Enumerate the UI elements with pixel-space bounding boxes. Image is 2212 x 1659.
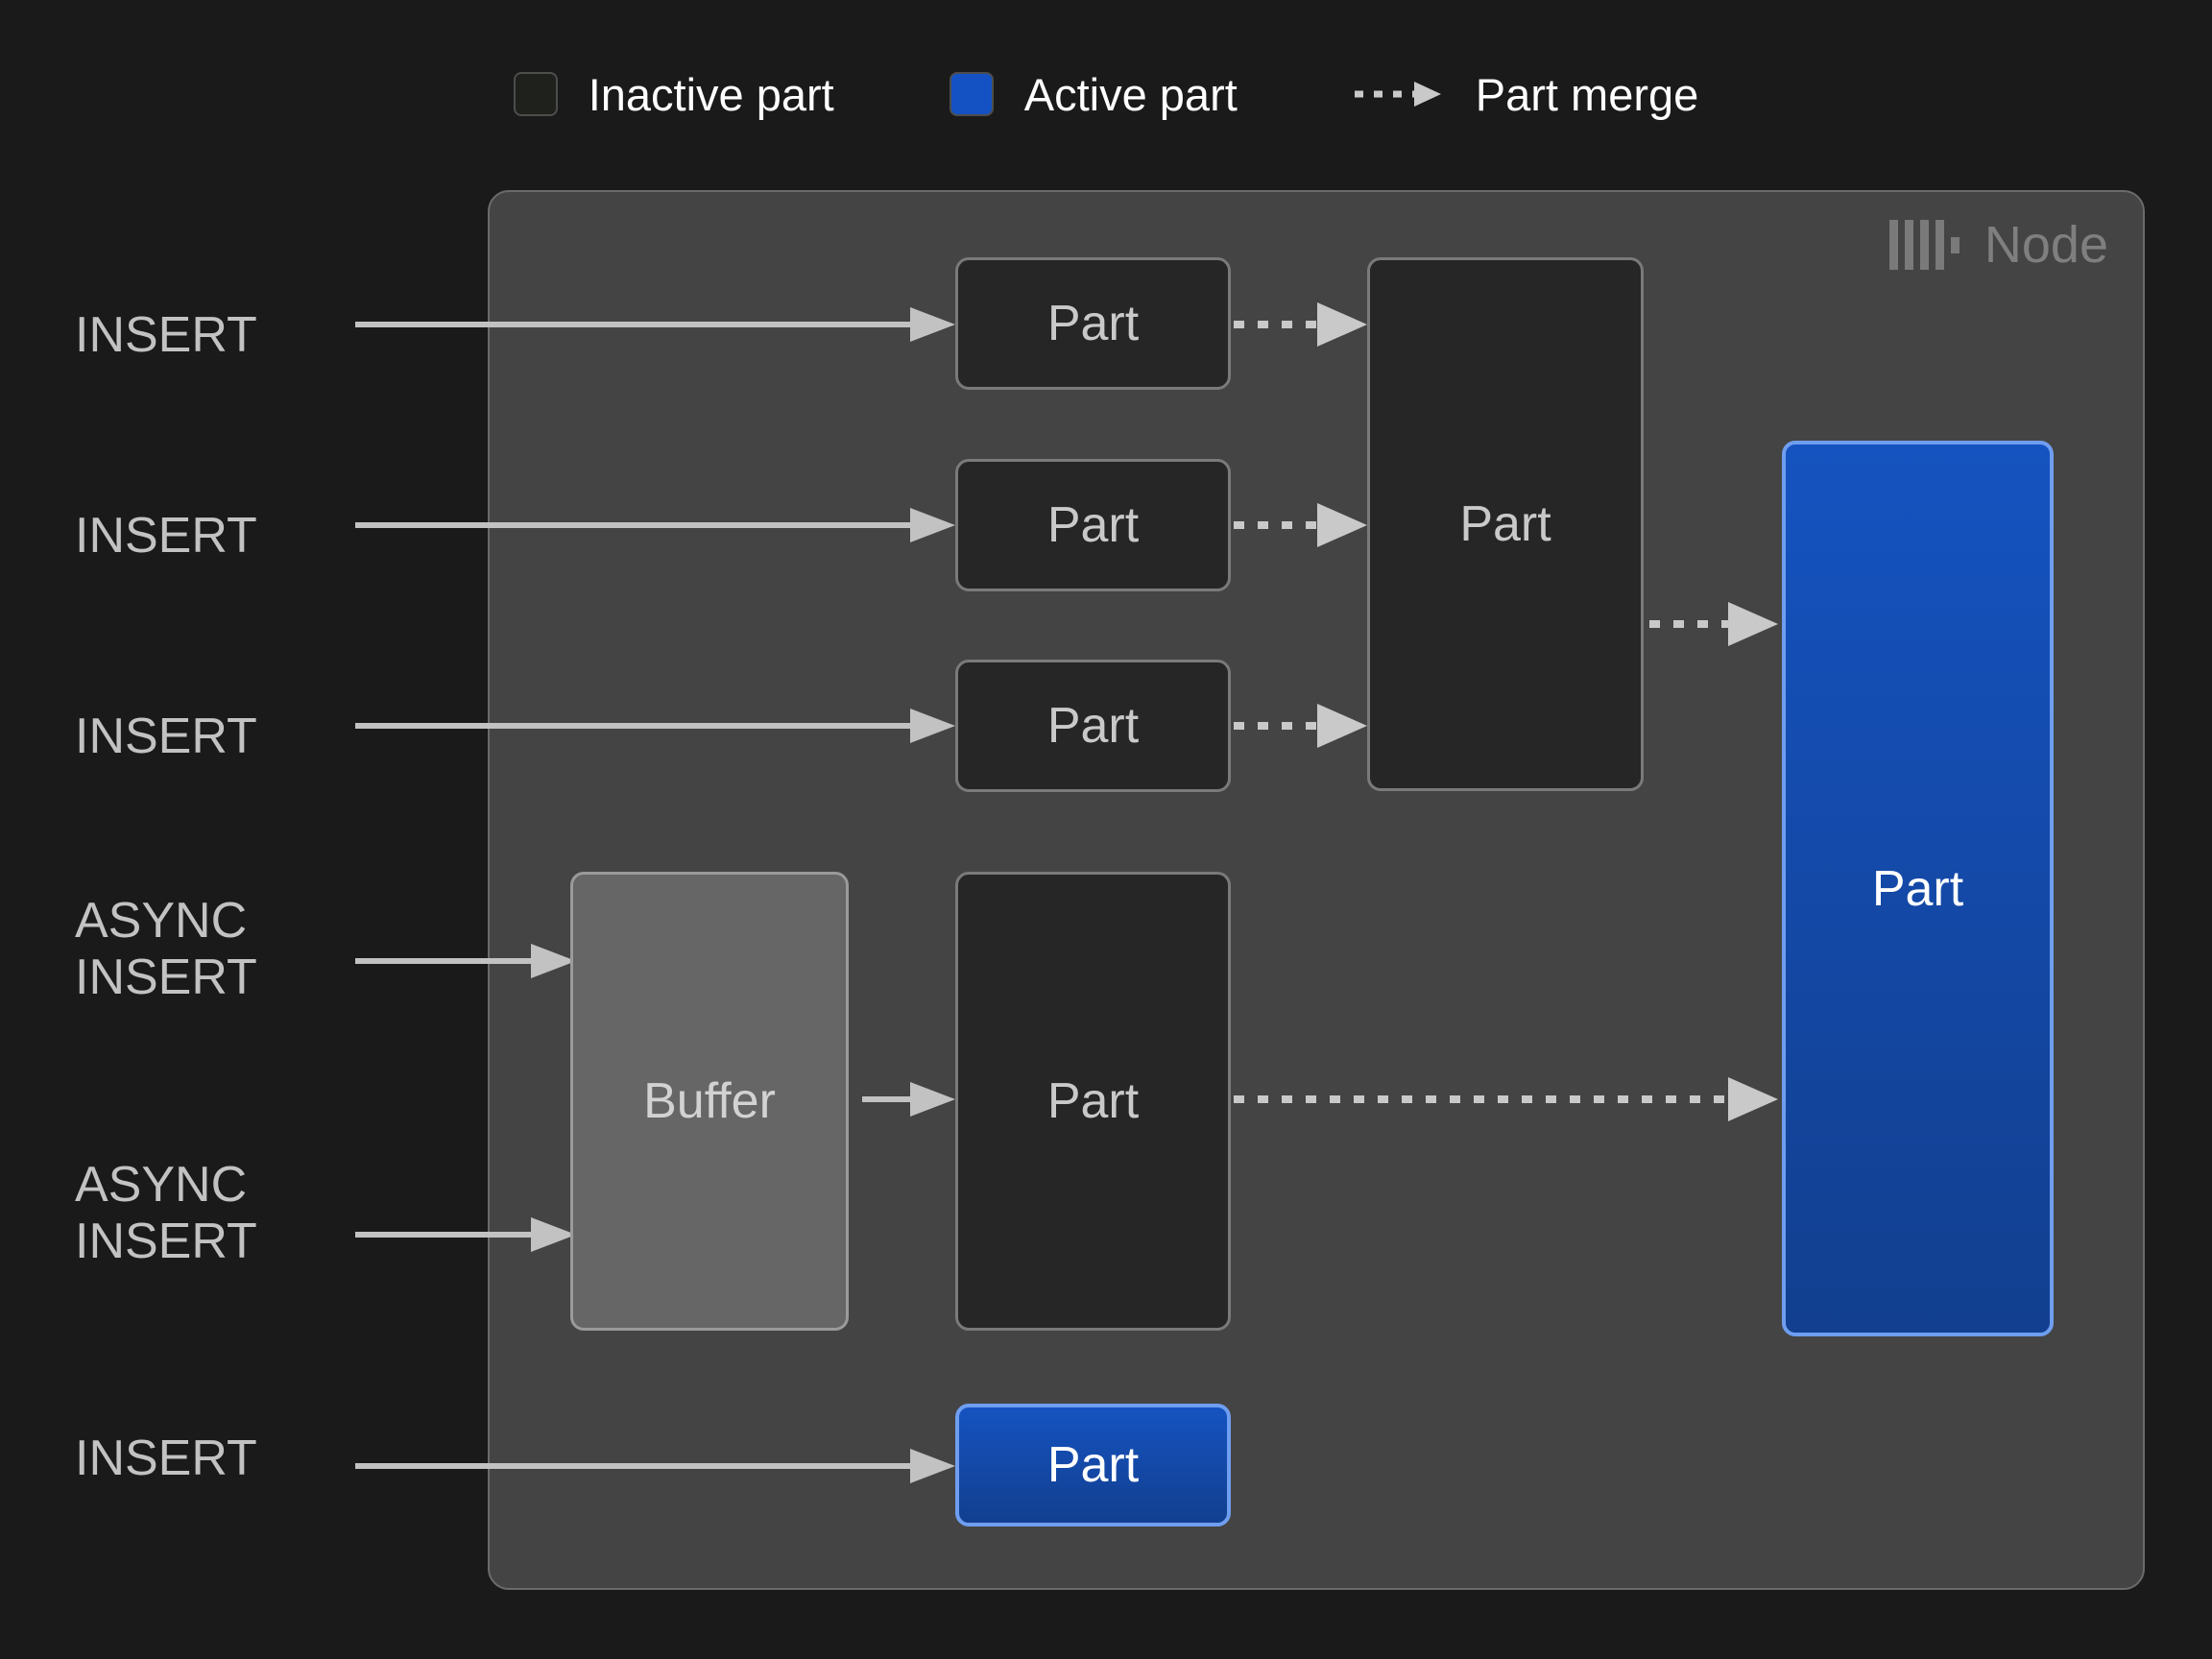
part-box-label: Part [1046, 296, 1140, 351]
part-box-from-buffer[interactable]: Part [955, 872, 1231, 1331]
legend-item-active-part: Active part [949, 68, 1238, 120]
part-box-bottom-active[interactable]: Part [955, 1404, 1231, 1527]
part-box-label: Part [1871, 860, 1964, 917]
node-badge: Node [1888, 216, 2108, 274]
inactive-part-swatch-icon [513, 72, 558, 116]
part-box-label: Part [1046, 1073, 1140, 1129]
input-label-insert-4: INSERT [75, 1431, 257, 1486]
part-box-row2[interactable]: Part [955, 459, 1231, 591]
input-label-async-insert-2: ASYNC INSERT [75, 1157, 257, 1269]
legend-label-active-part: Active part [1023, 68, 1238, 120]
legend: Inactive part Active part Part merge [0, 46, 2212, 142]
part-box-merged-middle[interactable]: Part [1367, 257, 1644, 791]
node-label: Node [1984, 216, 2108, 274]
part-box-final-active[interactable]: Part [1782, 441, 2054, 1336]
buffer-box-label: Buffer [643, 1073, 776, 1129]
input-label-insert-1: INSERT [75, 307, 257, 363]
dashed-arrow-icon [1354, 82, 1441, 107]
part-box-label: Part [1459, 496, 1551, 552]
buffer-box[interactable]: Buffer [570, 872, 849, 1331]
legend-item-part-merge: Part merge [1353, 72, 1698, 117]
input-label-insert-3: INSERT [75, 709, 257, 764]
part-box-label: Part [1046, 1437, 1140, 1493]
input-label-insert-2: INSERT [75, 508, 257, 564]
active-part-swatch-icon [949, 72, 994, 116]
legend-item-inactive-part: Inactive part [513, 68, 834, 120]
legend-label-part-merge: Part merge [1475, 68, 1699, 120]
part-box-label: Part [1046, 497, 1140, 553]
part-box-row3[interactable]: Part [955, 660, 1231, 792]
legend-label-inactive-part: Inactive part [588, 68, 834, 120]
input-label-async-insert-1: ASYNC INSERT [75, 893, 257, 1005]
part-box-row1[interactable]: Part [955, 257, 1231, 390]
clickhouse-logo-icon [1888, 220, 1960, 270]
part-box-label: Part [1046, 698, 1140, 754]
